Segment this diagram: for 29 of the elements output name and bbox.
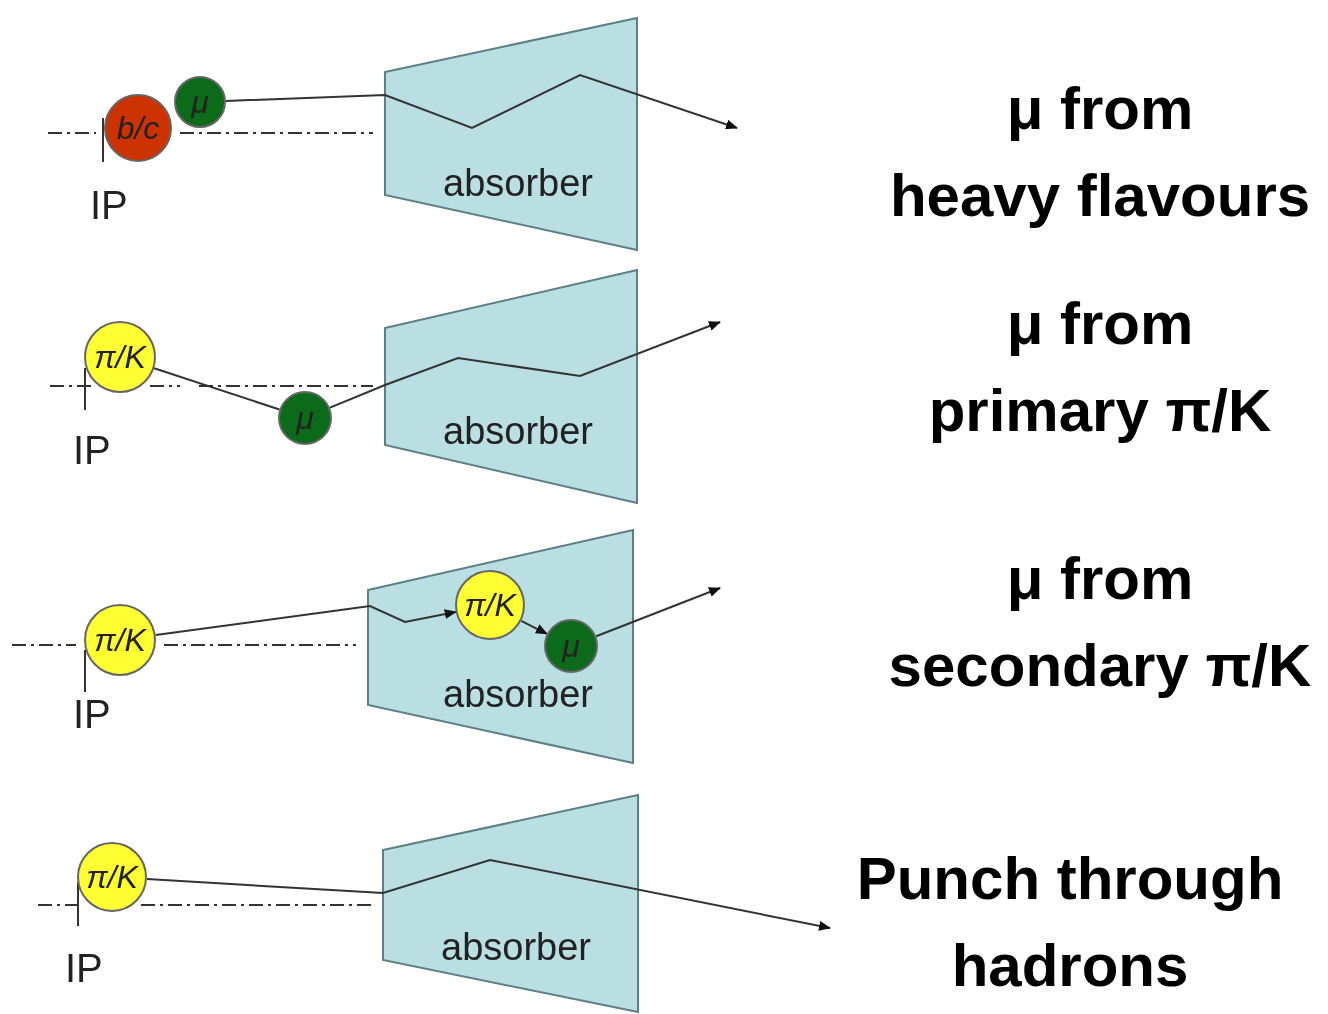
track-arrow xyxy=(595,587,721,638)
absorber-label: absorber xyxy=(443,410,593,453)
absorber-block xyxy=(383,795,638,1012)
particle-circle: b/c xyxy=(104,94,172,162)
track-arrow xyxy=(145,858,831,931)
absorber-block xyxy=(368,530,633,763)
absorber-block xyxy=(385,270,637,503)
absorber-label: absorber xyxy=(443,162,593,205)
track-arrow xyxy=(225,73,738,130)
absorber-label: absorber xyxy=(441,926,591,969)
particle-circle: μ xyxy=(174,76,226,128)
description-text: μ from primary π/K xyxy=(928,289,1272,446)
description-text: Punch through hadrons xyxy=(856,844,1284,1001)
track-arrow xyxy=(329,321,721,409)
ip-label: IP xyxy=(73,692,111,737)
track-line xyxy=(153,367,281,411)
particle-circle: π/K xyxy=(84,321,156,393)
particle-circle: π/K xyxy=(77,842,147,912)
absorber-block xyxy=(385,18,637,250)
ip-label: IP xyxy=(73,428,111,473)
track-arrow xyxy=(154,604,457,637)
track-arrow xyxy=(520,619,548,635)
description-text: μ from secondary π/K xyxy=(888,544,1312,701)
particle-circle: μ xyxy=(278,391,332,445)
ip-label: IP xyxy=(65,946,103,991)
particle-circle: π/K xyxy=(84,604,156,676)
absorber-label: absorber xyxy=(443,673,593,716)
description-text: μ from heavy flavours xyxy=(889,74,1311,231)
ip-label: IP xyxy=(90,183,128,228)
